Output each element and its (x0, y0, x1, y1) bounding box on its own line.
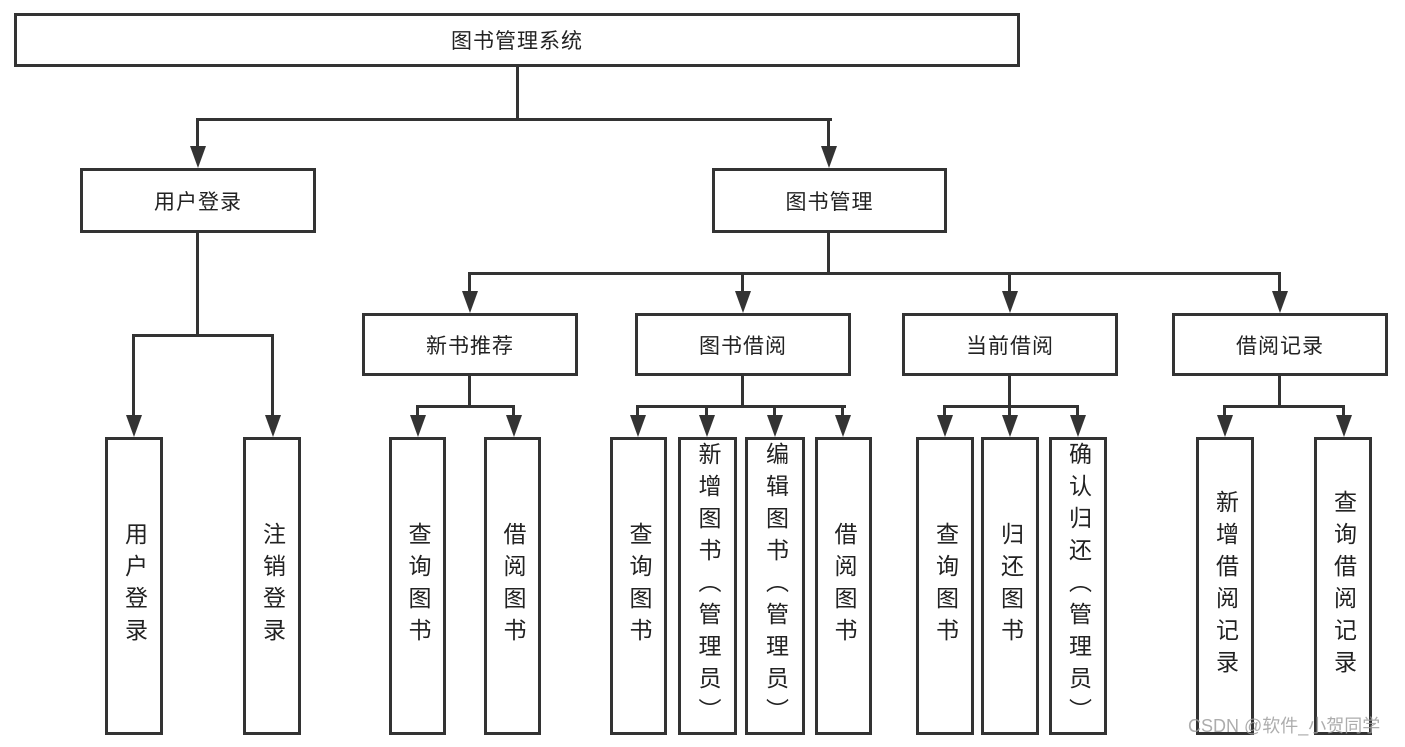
node-book-borrow-label: 图书借阅 (699, 334, 787, 358)
arrowhead-nbr-query (410, 415, 426, 437)
edge-cb-stem (1008, 376, 1011, 407)
node-book-management: 图书管理 (712, 168, 947, 233)
node-leaf-bb-query-book: 查询图书 (610, 437, 667, 735)
edge-to-new-book-recommend (468, 272, 471, 292)
edge-to-cb-return (1008, 405, 1011, 417)
node-new-book-recommend-label: 新书推荐 (426, 334, 514, 358)
node-leaf-bb-edit-book: 编辑图书（管理员） (745, 437, 805, 735)
edge-br-split (1223, 405, 1345, 408)
edge-to-nbr-query (416, 405, 419, 417)
node-leaf-cb-return-book: 归还图书 (981, 437, 1039, 735)
node-leaf-br-query-record: 查询借阅记录 (1314, 437, 1372, 735)
node-borrow-records-label: 借阅记录 (1236, 334, 1324, 358)
node-user-login-label: 用户登录 (154, 190, 242, 214)
edge-to-bb-edit (773, 405, 776, 417)
arrowhead-bb-borrow (835, 415, 851, 437)
edge-user-login-stem (196, 233, 199, 337)
node-leaf-br-query-record-label: 查询借阅记录 (1330, 490, 1357, 682)
edge-root-to-user-login (196, 118, 199, 148)
arrowhead-book-borrow (735, 291, 751, 313)
arrowhead-cb-query (937, 415, 953, 437)
edge-to-cb-confirm (1076, 405, 1079, 417)
node-leaf-logout-label: 注销登录 (259, 522, 286, 650)
arrowhead-br-query (1336, 415, 1352, 437)
node-leaf-cb-query-book-label: 查询图书 (932, 522, 959, 650)
arrowhead-new-book-recommend (462, 291, 478, 313)
arrowhead-cb-return (1002, 415, 1018, 437)
arrowhead-current-borrow (1002, 291, 1018, 313)
edge-cb-split (943, 405, 1079, 408)
node-root-label: 图书管理系统 (451, 30, 583, 53)
node-leaf-user-login: 用户登录 (105, 437, 163, 735)
node-borrow-records: 借阅记录 (1172, 313, 1388, 376)
edge-to-cb-query (943, 405, 946, 417)
node-leaf-cb-return-book-label: 归还图书 (997, 522, 1024, 650)
arrowhead-bb-query (630, 415, 646, 437)
arrowhead-leaf-user-login (126, 415, 142, 437)
edge-to-book-borrow (741, 272, 744, 292)
node-leaf-nbr-borrow-book-label: 借阅图书 (500, 522, 526, 650)
edge-to-nbr-borrow (512, 405, 515, 417)
edge-br-stem (1278, 376, 1281, 407)
edge-to-br-add (1223, 405, 1226, 417)
node-leaf-bb-borrow-book-label: 借阅图书 (831, 522, 857, 650)
node-leaf-bb-query-book-label: 查询图书 (626, 522, 652, 650)
node-leaf-cb-confirm-return-label: 确认归还（管理员） (1065, 442, 1092, 730)
edge-nbr-split (416, 405, 515, 408)
arrowhead-borrow-records (1272, 291, 1288, 313)
node-book-borrow: 图书借阅 (635, 313, 851, 376)
node-leaf-bb-add-book-label: 新增图书（管理员） (695, 442, 721, 730)
arrowhead-bb-edit (767, 415, 783, 437)
node-user-login: 用户登录 (80, 168, 316, 233)
edge-to-leaf-logout (271, 334, 274, 416)
node-leaf-cb-query-book: 查询图书 (916, 437, 974, 735)
edge-to-current-borrow (1008, 272, 1011, 292)
node-current-borrow-label: 当前借阅 (966, 334, 1054, 358)
node-current-borrow: 当前借阅 (902, 313, 1118, 376)
arrowhead-leaf-logout (265, 415, 281, 437)
node-leaf-nbr-borrow-book: 借阅图书 (484, 437, 541, 735)
node-leaf-logout: 注销登录 (243, 437, 301, 735)
node-leaf-nbr-query-book: 查询图书 (389, 437, 446, 735)
node-leaf-nbr-query-book-label: 查询图书 (405, 522, 431, 650)
edge-root-split (196, 118, 832, 121)
edge-to-bb-query (636, 405, 639, 417)
arrowhead-book-management (821, 146, 837, 168)
node-new-book-recommend: 新书推荐 (362, 313, 578, 376)
arrowhead-cb-confirm (1070, 415, 1086, 437)
arrowhead-br-add (1217, 415, 1233, 437)
arrowhead-bb-add (699, 415, 715, 437)
edge-nbr-stem (468, 376, 471, 407)
edge-book-management-stem (827, 233, 830, 275)
node-leaf-br-add-record: 新增借阅记录 (1196, 437, 1254, 735)
node-leaf-bb-borrow-book: 借阅图书 (815, 437, 872, 735)
edge-to-leaf-user-login (132, 334, 135, 416)
edge-bb-stem (741, 376, 744, 407)
edge-bb-split (636, 405, 846, 408)
node-leaf-br-add-record-label: 新增借阅记录 (1212, 490, 1239, 682)
edge-to-bb-borrow (841, 405, 844, 417)
node-leaf-bb-edit-book-label: 编辑图书（管理员） (762, 442, 789, 730)
edge-root-stem (516, 67, 519, 118)
edge-to-borrow-records (1278, 272, 1281, 292)
arrowhead-nbr-borrow (506, 415, 522, 437)
csdn-watermark: CSDN @软件_小贺同学 (1188, 716, 1381, 736)
edge-user-login-split (132, 334, 274, 337)
node-leaf-cb-confirm-return: 确认归还（管理员） (1049, 437, 1107, 735)
edge-book-management-split (468, 272, 1281, 275)
edge-to-bb-add (705, 405, 708, 417)
node-leaf-user-login-label: 用户登录 (121, 522, 148, 650)
node-book-management-label: 图书管理 (785, 190, 874, 214)
edge-to-br-query (1342, 405, 1345, 417)
arrowhead-user-login (190, 146, 206, 168)
edge-root-to-book-management (827, 118, 830, 148)
node-leaf-bb-add-book: 新增图书（管理员） (678, 437, 737, 735)
node-root: 图书管理系统 (14, 13, 1020, 67)
